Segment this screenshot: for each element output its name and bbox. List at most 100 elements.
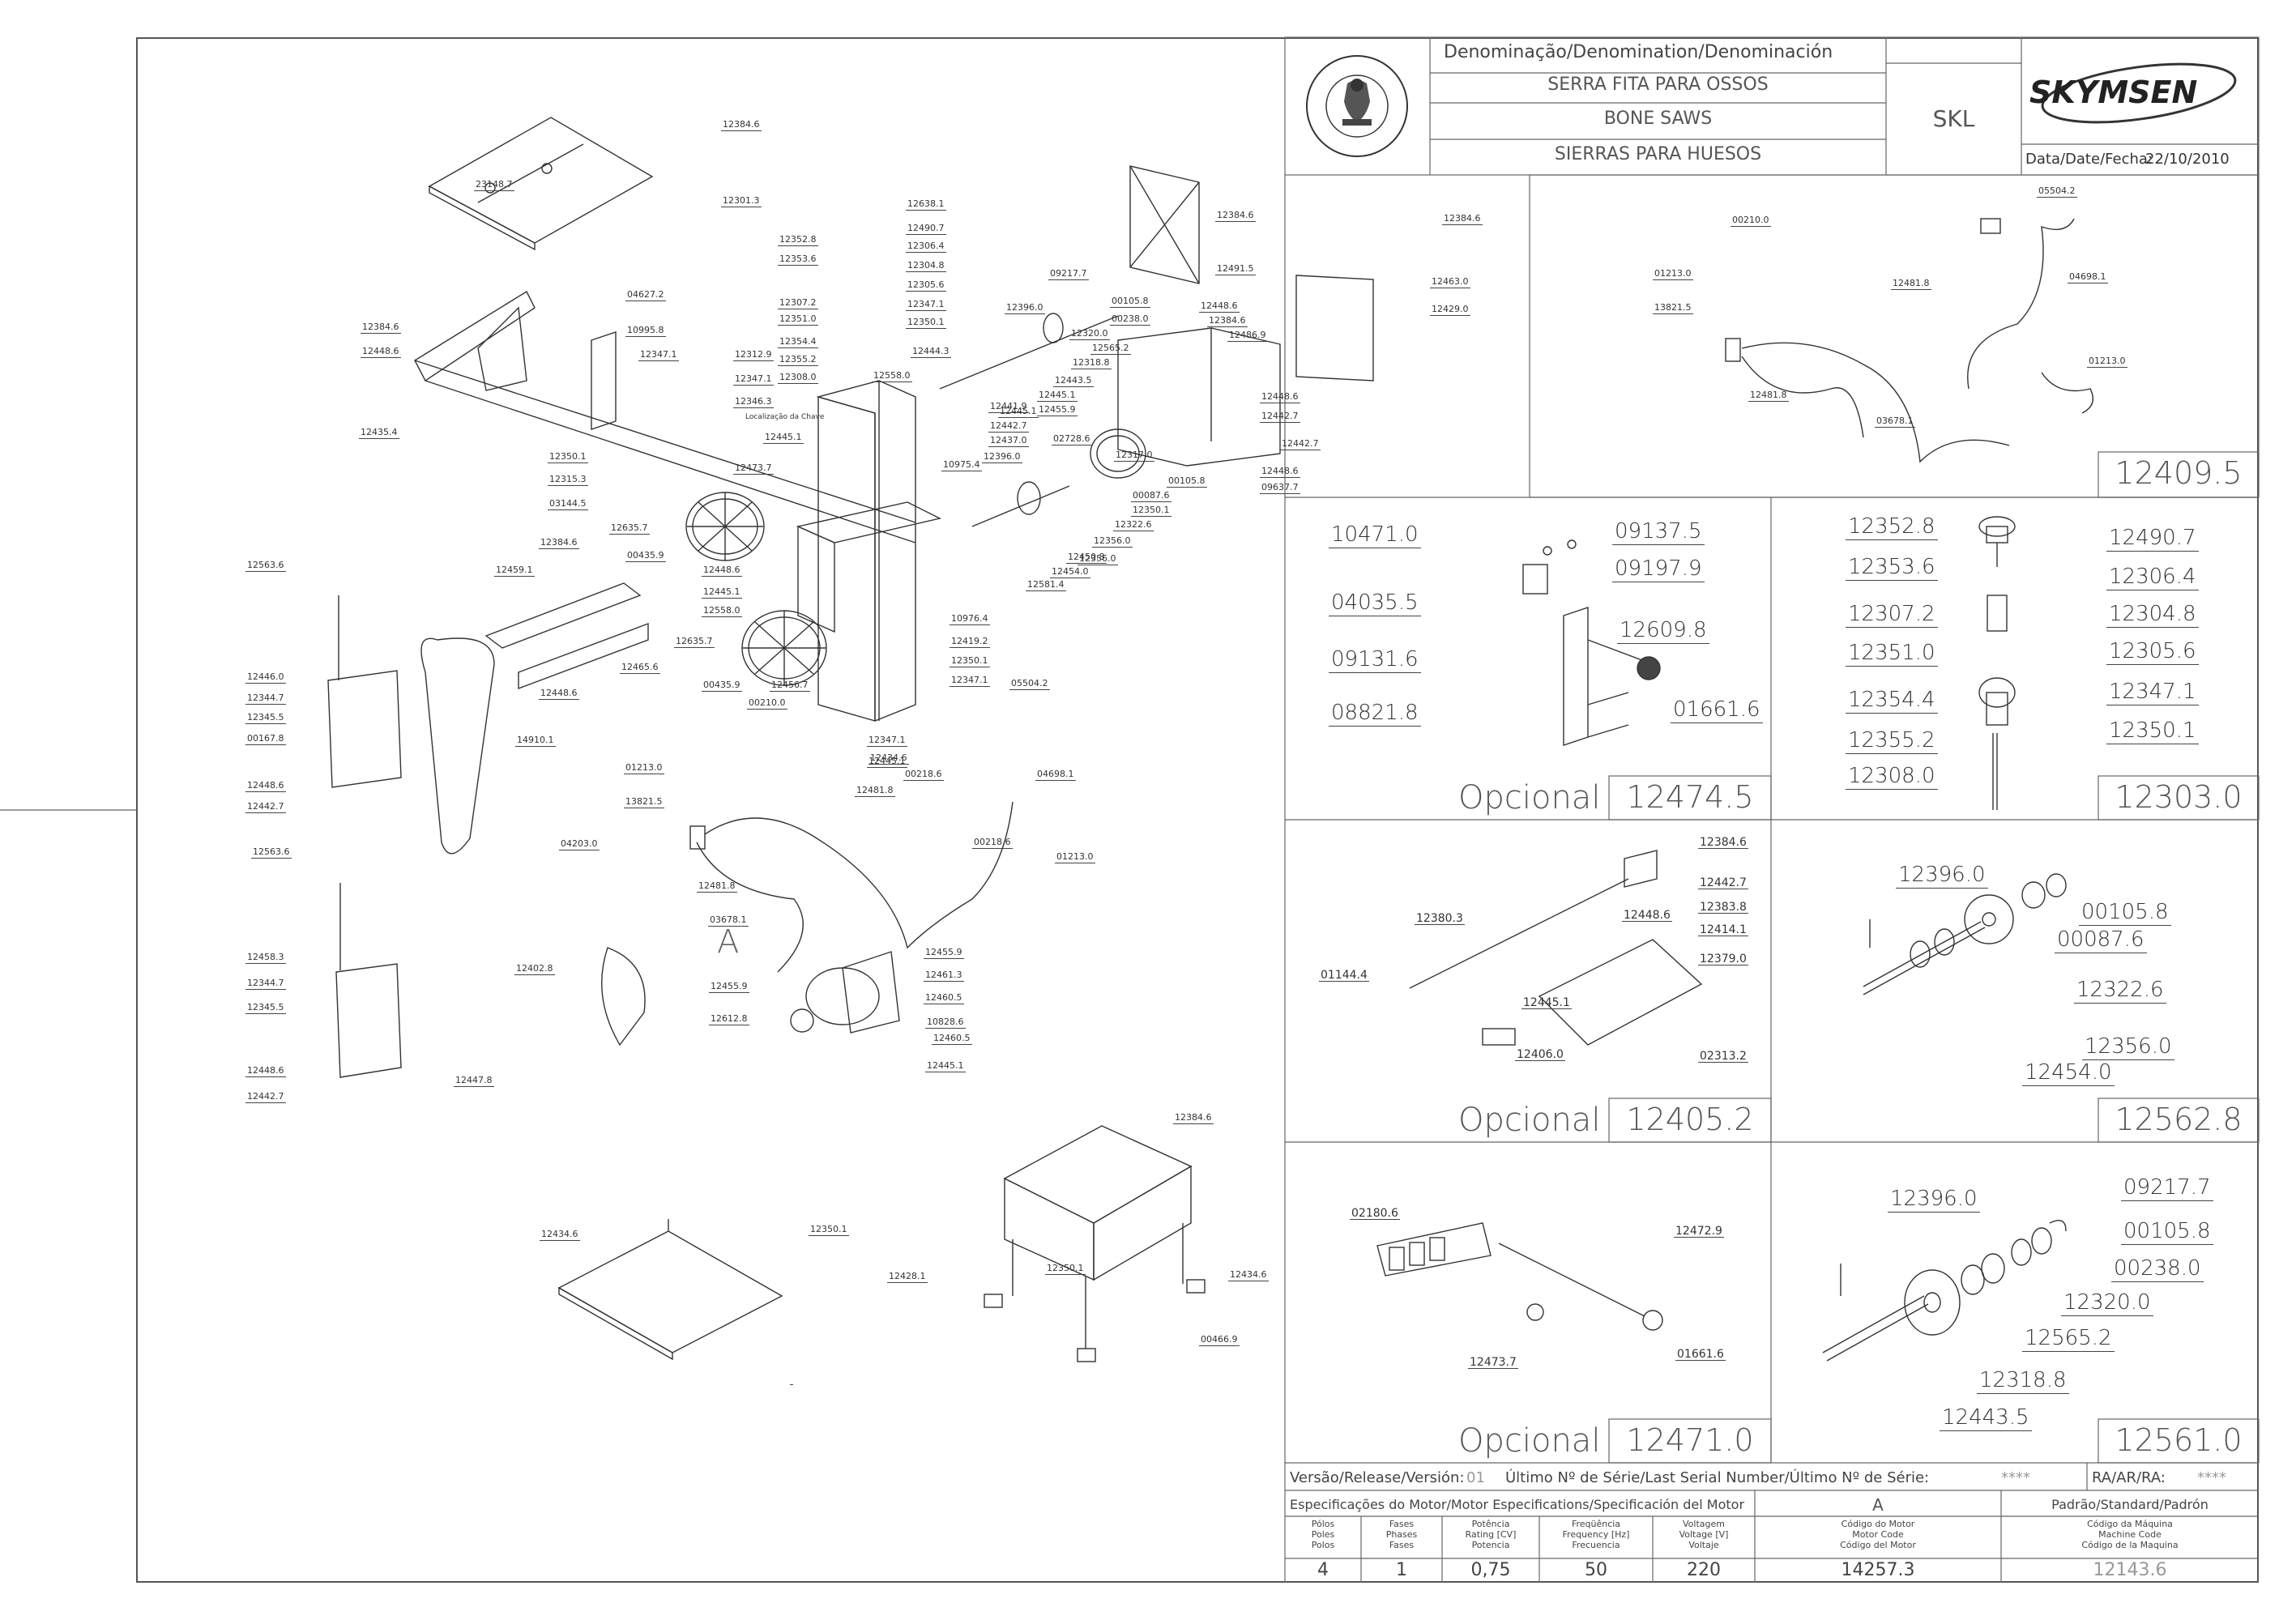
part-label: 23148.7 xyxy=(474,179,514,191)
part-label: 00210.0 xyxy=(1731,215,1771,227)
part-label: 12308.0 xyxy=(1846,765,1938,790)
part-label: 13821.5 xyxy=(624,796,664,808)
part-label: 01661.6 xyxy=(1671,698,1763,723)
part-label: 12355.2 xyxy=(778,354,818,366)
part-label: 00105.8 xyxy=(2121,1220,2213,1245)
spec-value: 0,75 xyxy=(1470,1560,1511,1580)
part-label: 12429.0 xyxy=(1430,304,1470,316)
spec-h1: Código do Motor xyxy=(1841,1519,1915,1529)
kit-code-12474: 12474.5 xyxy=(1626,779,1754,815)
spec-value: 14257.3 xyxy=(1841,1560,1915,1580)
spec-value: 12143.6 xyxy=(2093,1560,2167,1580)
part-label: 12428.1 xyxy=(887,1271,928,1283)
part-label: 12445.1 xyxy=(998,406,1039,418)
part-label: 12563.6 xyxy=(245,560,286,572)
part-label: 12461.3 xyxy=(924,970,964,982)
date-value: 22/10/2010 xyxy=(2145,151,2230,168)
release-value: 01 xyxy=(1466,1469,1485,1486)
part-label: 00167.8 xyxy=(245,733,286,745)
part-label: 12442.7 xyxy=(1260,411,1300,423)
spec-h3: Frecuencia xyxy=(1572,1540,1620,1550)
part-label: 02180.6 xyxy=(1350,1207,1400,1220)
part-label: 12609.8 xyxy=(1617,619,1709,644)
part-label: 12454.0 xyxy=(2022,1061,2115,1086)
part-label: 01144.4 xyxy=(1319,969,1369,982)
part-label: 12450.8 xyxy=(1066,552,1107,564)
part-label: 00087.6 xyxy=(2055,928,2147,953)
part-label: 12350.1 xyxy=(1131,505,1171,517)
part-label: 12448.6 xyxy=(245,1065,286,1077)
part-label: 12434.6 xyxy=(540,1229,580,1241)
spec-h3: Voltaje xyxy=(1688,1540,1719,1550)
spec-h2: Voltage [V] xyxy=(1679,1529,1729,1540)
part-label: 12354.4 xyxy=(778,336,818,348)
main-exploded-view xyxy=(327,117,1374,1362)
part-label: 05504.2 xyxy=(2037,185,2077,198)
motor-column-a: A xyxy=(1872,1495,1884,1515)
part-label: 12308.0 xyxy=(778,372,818,384)
part-label: 00105.8 xyxy=(2079,901,2171,926)
part-label: 12448.6 xyxy=(361,346,401,358)
part-label: 12448.6 xyxy=(1199,301,1240,313)
part-label: 12345.5 xyxy=(245,1002,286,1014)
part-label: 12448.6 xyxy=(245,780,286,792)
part-label: 12350.1 xyxy=(2106,719,2199,744)
part-label: 12396.0 xyxy=(1005,302,1045,314)
part-label: 00087.6 xyxy=(1131,490,1171,502)
part-label: 12344.7 xyxy=(245,978,286,990)
part-label: 12304.8 xyxy=(906,260,946,272)
part-label: 00238.0 xyxy=(1110,313,1150,326)
product-name-pt: SERRA FITA PARA OSSOS xyxy=(1547,75,1769,95)
part-label: 12312.9 xyxy=(733,349,774,361)
part-label: 12347.1 xyxy=(2106,680,2199,705)
part-label: 12344.7 xyxy=(245,693,286,705)
part-label: 12384.6 xyxy=(1215,210,1256,222)
part-label: 09637.7 xyxy=(1260,482,1300,494)
part-label: 12481.8 xyxy=(1891,278,1931,290)
part-label: 12459.1 xyxy=(494,565,535,577)
part-label: 12473.7 xyxy=(733,462,774,475)
date-label: Data/Date/Fecha: xyxy=(2025,151,2153,168)
kit-code-12561: 12561.0 xyxy=(2115,1422,2243,1458)
kit-code-12471: 12471.0 xyxy=(1626,1422,1754,1458)
part-label: 14910.1 xyxy=(515,735,556,747)
part-label: 01213.0 xyxy=(2087,356,2127,368)
part-label: 12472.9 xyxy=(1674,1225,1724,1238)
spec-h2: Poles xyxy=(1311,1529,1335,1540)
part-label: 12384.6 xyxy=(721,119,762,131)
product-name-en: BONE SAWS xyxy=(1603,109,1713,129)
part-label: 12355.2 xyxy=(1846,729,1938,754)
part-label: 09197.9 xyxy=(1612,557,1705,582)
part-label: 01213.0 xyxy=(1055,851,1095,863)
part-label: 12347.1 xyxy=(733,373,774,386)
spec-h2: Phases xyxy=(1385,1529,1418,1540)
spec-value: 1 xyxy=(1396,1560,1407,1580)
release-label: Versão/Release/Versión: xyxy=(1290,1469,1465,1486)
part-label: 12458.3 xyxy=(245,952,286,964)
part-label: 12442.7 xyxy=(245,801,286,813)
part-label: 12347.1 xyxy=(950,675,990,687)
spec-h2: Rating [CV] xyxy=(1465,1529,1517,1540)
serial-label: Último Nº de Série/Last Serial Number/Úl… xyxy=(1505,1469,1930,1486)
part-label: 12455.9 xyxy=(1037,404,1078,416)
part-label: 10995.8 xyxy=(625,325,666,337)
part-label: 12442.7 xyxy=(245,1091,286,1103)
part-label: 12383.8 xyxy=(1698,901,1748,914)
part-label: 12435.4 xyxy=(359,427,399,439)
kit-optional-12405: Opcional xyxy=(1458,1102,1601,1139)
part-label: 12581.4 xyxy=(1026,579,1066,591)
part-label: 12448.6 xyxy=(1260,466,1300,478)
part-label: 12481.8 xyxy=(697,880,737,893)
kit-code-12405: 12405.2 xyxy=(1626,1102,1754,1137)
part-label: 12384.6 xyxy=(1173,1112,1214,1124)
part-label: 12307.2 xyxy=(778,297,818,309)
part-label: 12565.2 xyxy=(1090,343,1131,355)
spec-value: 4 xyxy=(1317,1560,1329,1580)
part-label: 01213.0 xyxy=(624,762,664,774)
part-label: 12565.2 xyxy=(2022,1327,2115,1352)
part-label: 12446.0 xyxy=(245,671,286,684)
part-label: 09131.6 xyxy=(1329,648,1421,673)
kit-code-12562: 12562.8 xyxy=(2115,1102,2243,1137)
part-label: 12347.1 xyxy=(638,349,679,361)
